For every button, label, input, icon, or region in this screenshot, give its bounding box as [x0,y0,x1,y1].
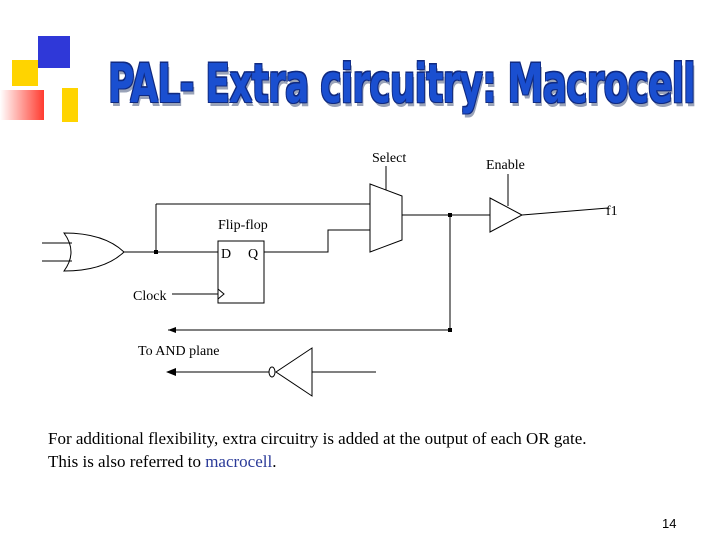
d-input-label: D [221,247,231,262]
tri-state-buffer [489,197,524,233]
q-output-wire [264,229,370,253]
decor-square-red [0,90,44,120]
enable-label: Enable [486,158,525,173]
multiplexer [369,183,403,253]
feedback-label: To AND plane [138,344,219,359]
decor-square-blue [38,36,70,68]
flip-flop-box [217,240,265,304]
junction-dot-feedback [448,328,452,332]
junction-dot-or [154,250,158,254]
arrowhead-feedback-output [166,368,176,376]
macrocell-diagram: Select Enable f1 Flip-flop D Q Clock To … [42,151,618,397]
macrocell-keyword: macrocell [205,452,273,471]
output-wire [521,207,609,216]
feedback-buffer-bubble [268,366,276,378]
decor-square-yellow-small [62,88,78,122]
arrowhead-feedback-to-and-plane [168,327,176,333]
junction-dot-mux-out [448,213,452,217]
page-number: 14 [662,516,677,531]
description: For additional flexibility, extra circui… [48,427,708,473]
description-line-2-prefix: This is also referred to [48,452,206,471]
decor-square-yellow [12,60,38,86]
slide-title: PAL- Extra circuitry: Macrocell [108,52,696,115]
or-gate [63,232,125,272]
q-output-label: Q [248,247,258,262]
select-label: Select [372,151,406,166]
feedback-buffer [275,347,313,397]
flip-flop-label: Flip-flop [218,218,268,233]
output-label-f1: f1 [606,204,618,219]
clock-label: Clock [133,289,166,304]
description-line-1: For additional flexibility, extra circui… [48,429,587,448]
clock-triangle [217,288,225,300]
description-line-2: This is also referred to macrocell. [48,450,708,473]
description-line-2-suffix: . [272,452,277,471]
